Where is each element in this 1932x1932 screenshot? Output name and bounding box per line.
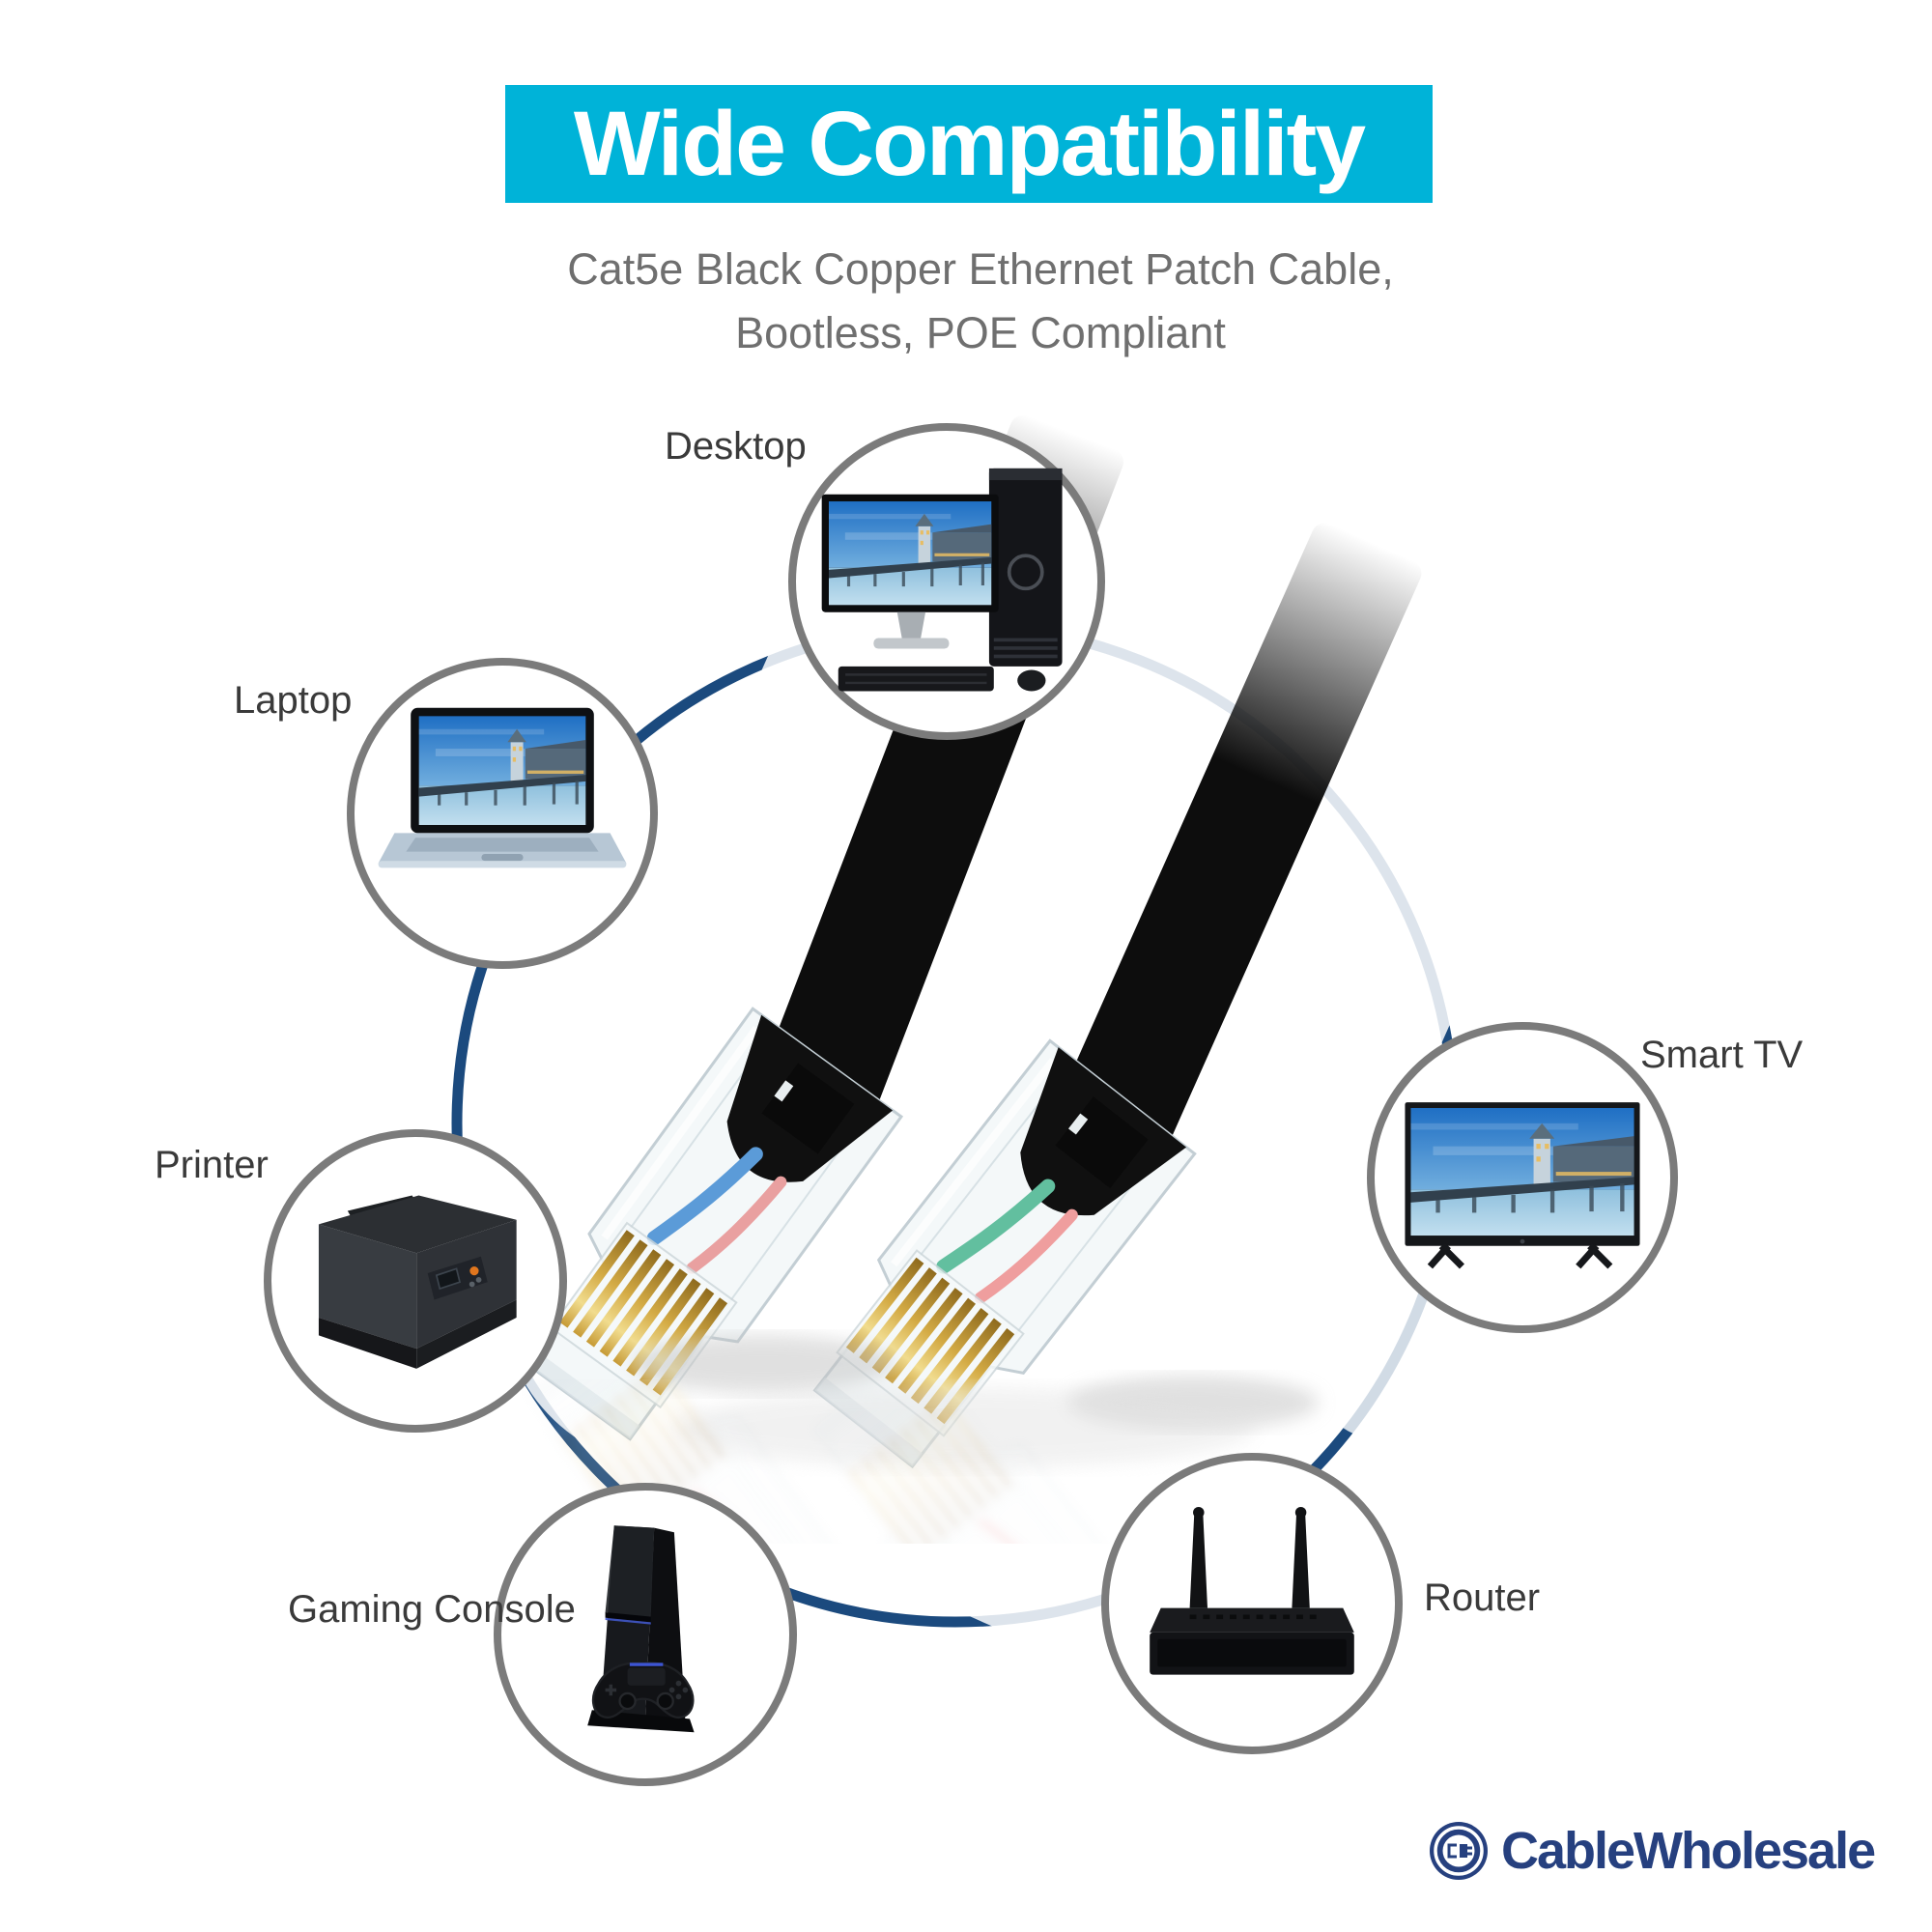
label-laptop: Laptop (234, 679, 353, 722)
title-banner: Wide Compatibility (505, 85, 1433, 203)
label-desktop: Desktop (665, 425, 807, 468)
label-printer: Printer (155, 1144, 269, 1186)
rj45-connector-left (506, 1009, 901, 1457)
device-circle-smart-tv (1367, 1022, 1678, 1333)
router-illustration (1150, 1506, 1354, 1675)
subtitle-line-1: Cat5e Black Copper Ethernet Patch Cable, (567, 244, 1394, 294)
label-smart-tv: Smart TV (1640, 1034, 1804, 1076)
device-circle-router (1101, 1453, 1403, 1754)
desktop-illustration (821, 468, 1063, 692)
label-router: Router (1424, 1577, 1541, 1619)
brand-logo-text: CableWholesale (1501, 1822, 1876, 1880)
cablewholesale-plug-icon (1430, 1822, 1488, 1880)
gaming-console-illustration (587, 1525, 695, 1733)
device-circle-gaming-console (494, 1483, 797, 1786)
label-gaming-console: Gaming Console (288, 1588, 576, 1631)
laptop-illustration (378, 707, 627, 868)
page-title: Wide Compatibility (573, 92, 1366, 195)
device-circle-laptop (347, 658, 658, 969)
ethernet-cable-right (773, 523, 1422, 1526)
product-subtitle: Cat5e Black Copper Ethernet Patch Cable,… (483, 238, 1478, 365)
subtitle-line-2: Bootless, POE Compliant (735, 308, 1226, 357)
rj45-connector-right (791, 1040, 1195, 1485)
printer-illustration (318, 1195, 517, 1369)
smart-tv-illustration (1405, 1102, 1640, 1269)
device-circle-printer (264, 1129, 567, 1433)
brand-logo: CableWholesale (1428, 1820, 1876, 1882)
game-controller (591, 1662, 695, 1719)
device-circle-desktop (788, 423, 1105, 740)
